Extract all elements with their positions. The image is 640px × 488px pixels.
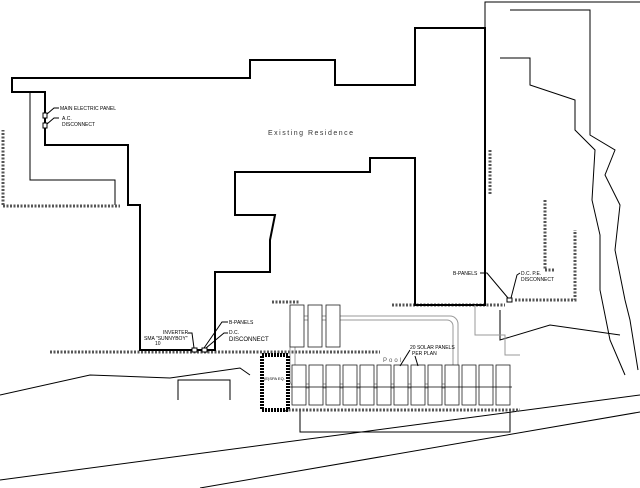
inverter-symbol [191, 347, 198, 353]
solar-panel [495, 364, 511, 406]
solar-panel [444, 364, 460, 406]
leader-line [203, 321, 228, 349]
solar-panel [308, 364, 324, 406]
dc-disconnect-label-2: DISCONNECT [229, 337, 269, 343]
solar-panel [461, 364, 477, 406]
solar-panel [325, 304, 341, 348]
spa-label: (E)SPA EQ. [264, 376, 285, 381]
solar-panel [410, 364, 426, 406]
solar-panel [342, 364, 358, 406]
pool-deck-line [474, 305, 520, 356]
b-panels-left-label: B-PANELS [229, 320, 254, 326]
dc-disconnect-symbol [201, 347, 208, 353]
yard-line-right [510, 9, 639, 371]
yard-line-right-inner [500, 57, 626, 376]
leader-line [510, 272, 521, 299]
solar-panel [359, 364, 375, 406]
solar-panel [325, 364, 341, 406]
driveway-line [0, 367, 251, 396]
leader-line [46, 117, 59, 125]
solar-label-1: 20 SOLAR PANELS [410, 345, 455, 351]
residence-label: Existing Residence [268, 130, 355, 137]
solar-label-2: PER PLAN [412, 351, 437, 357]
solar-panel [393, 364, 409, 406]
ac-disconnect-label-1: A.C. [62, 116, 72, 122]
leader-line [480, 272, 509, 299]
solar-panel [376, 364, 392, 406]
dc-disconnect-label-1: D.C. [229, 330, 239, 336]
leader-line [188, 332, 195, 349]
solar-panel [291, 364, 307, 406]
inverter-label-1: INVERTER [163, 330, 189, 336]
solar-panel [307, 304, 323, 348]
leader-line [399, 349, 411, 367]
solar-panel [427, 364, 443, 406]
pool-label: Pool [383, 358, 403, 364]
main-panel-symbol [42, 112, 48, 119]
inverter-label-3: 10 [155, 341, 161, 347]
solar-panel [289, 304, 305, 348]
dc-pe-label-1: D.C. P.E. [521, 271, 541, 277]
street-line-2 [199, 411, 640, 488]
yard-line-bottom [499, 310, 621, 341]
solar-panels-lower [290, 364, 512, 406]
existing-residence-outline [11, 27, 486, 351]
ac-disconnect-symbol [42, 122, 48, 129]
lower-structure [177, 379, 231, 400]
lower-wall [299, 410, 511, 433]
spa-equipment [260, 353, 290, 412]
solar-panel [478, 364, 494, 406]
b-panels-right-label: B-PANELS [453, 271, 478, 277]
leader-line [414, 355, 419, 367]
leader-line [205, 332, 228, 349]
property-line [484, 1, 640, 28]
street-line-1 [0, 394, 640, 481]
main-panel-label: MAIN ELECTRIC PANEL [60, 106, 116, 112]
garden-wall [543, 200, 555, 272]
yard-line-left [29, 92, 116, 205]
inverter-label-2: SMA "SUNNYBOY" [144, 336, 188, 342]
ac-disconnect-label-2: DISCONNECT [62, 122, 95, 128]
leader-line [46, 107, 59, 115]
dc-pe-disconnect-symbol [506, 297, 513, 303]
dc-pe-label-2: DISCONNECT [521, 277, 554, 283]
solar-panels-upper [289, 304, 341, 348]
garden-wall [515, 230, 577, 302]
